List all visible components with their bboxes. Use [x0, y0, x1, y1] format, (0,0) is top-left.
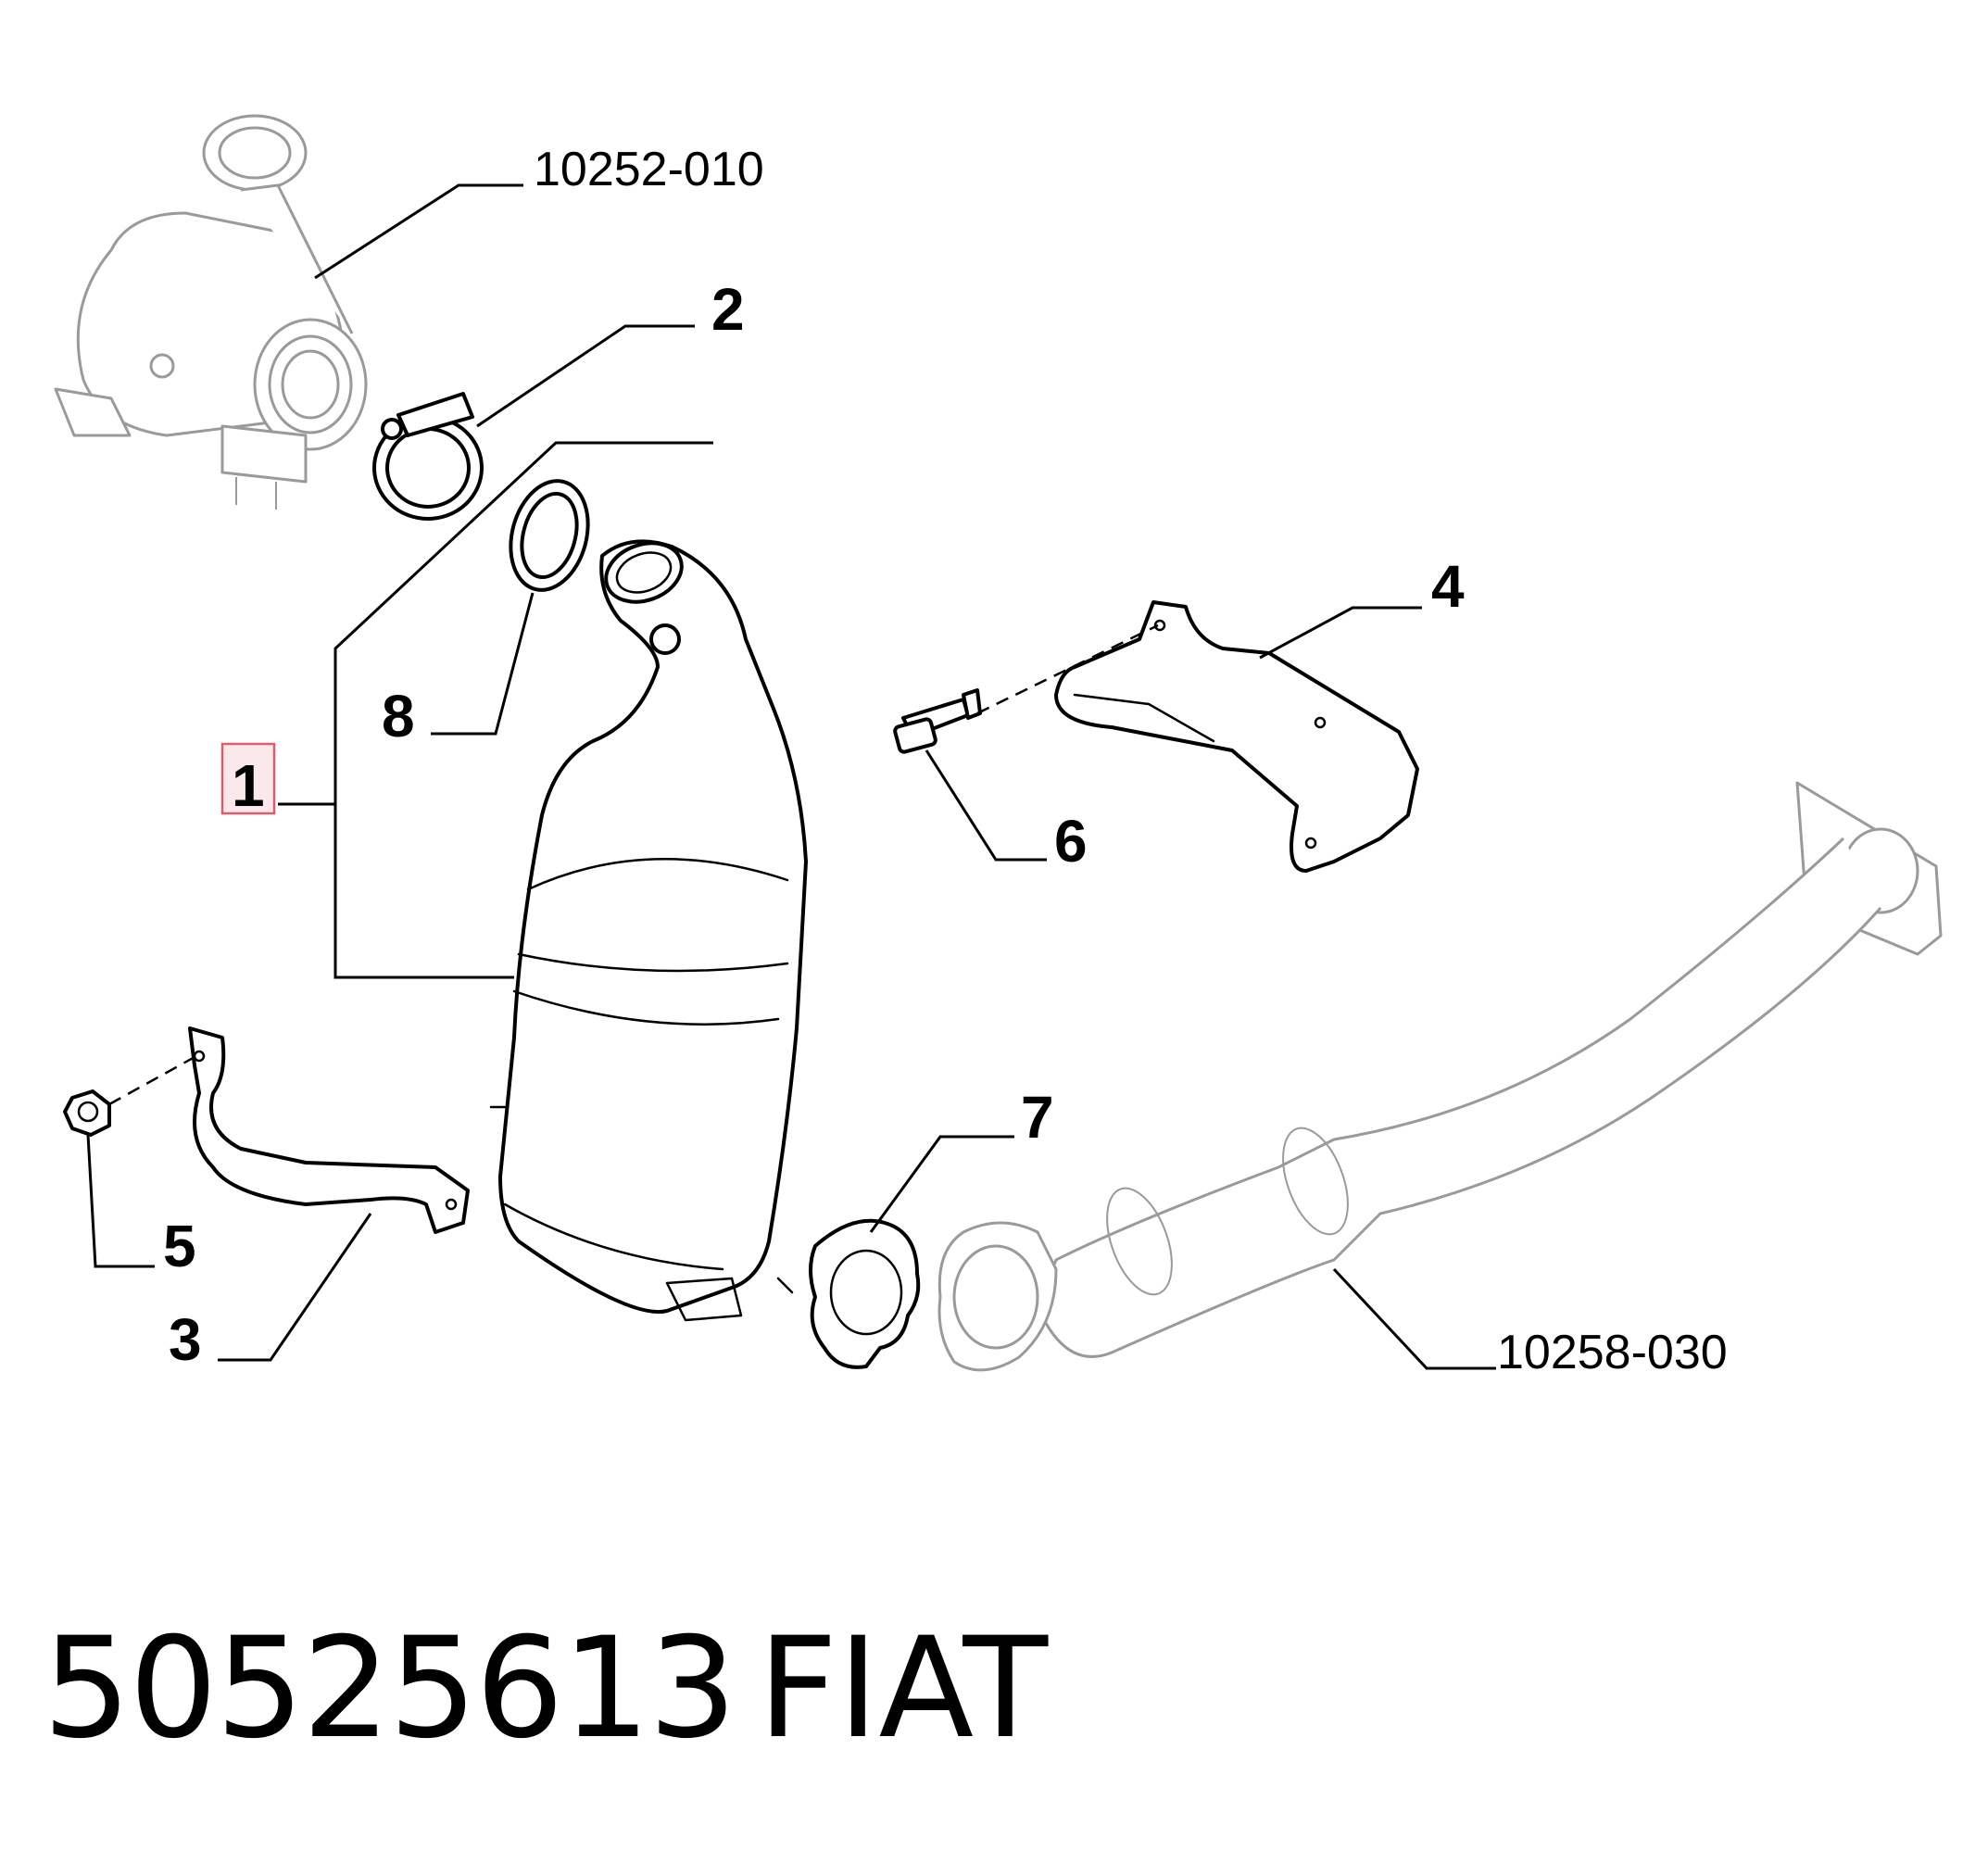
brand-name: FIAT — [758, 1608, 1049, 1769]
leader-10258-030 — [1332, 1267, 1496, 1370]
turbocharger-drawing — [54, 114, 368, 510]
callout-item-5[interactable]: 5 — [163, 1213, 196, 1279]
leader-10252-010 — [314, 183, 523, 280]
catalytic-converter-part-1 — [489, 539, 808, 1322]
callout-item-2[interactable]: 2 — [711, 276, 745, 343]
callout-item-8[interactable]: 8 — [382, 683, 415, 749]
front-pipe-drawing — [937, 781, 1943, 1372]
leader-1 — [333, 441, 713, 979]
v-band-clamp-part-2 — [372, 392, 484, 521]
leader-8 — [431, 592, 535, 736]
bolt-part-6 — [893, 688, 982, 754]
leader-7 — [869, 1135, 1014, 1233]
flange-gasket-part-7 — [809, 1218, 921, 1369]
leader-6 — [925, 749, 1047, 862]
reference-label-turbo[interactable]: 10252-010 — [534, 143, 764, 196]
callout-item-1[interactable]: 1 — [232, 752, 265, 819]
nut-part-5 — [63, 1089, 111, 1137]
part-number: 50525613 — [43, 1608, 736, 1769]
leader-2 — [476, 324, 695, 428]
callout-item-4[interactable]: 4 — [1431, 553, 1465, 620]
strap-bracket-part-3 — [188, 1026, 470, 1234]
assembly-line-bolt-to-bracket — [976, 623, 1159, 715]
reference-label-pipe[interactable]: 10258-030 — [1497, 1326, 1728, 1379]
highlight-box-item-1 — [220, 742, 276, 815]
assembly-line-nut-to-strap — [108, 1054, 197, 1106]
leader-4 — [1259, 606, 1422, 660]
callout-item-6[interactable]: 6 — [1054, 808, 1088, 875]
leader-5 — [86, 1134, 155, 1268]
bracket-part-4 — [1054, 600, 1419, 873]
callout-item-7[interactable]: 7 — [1021, 1084, 1054, 1151]
callout-item-3[interactable]: 3 — [169, 1306, 202, 1373]
gasket-ring-part-8 — [509, 479, 590, 592]
leader-3 — [218, 1213, 372, 1362]
